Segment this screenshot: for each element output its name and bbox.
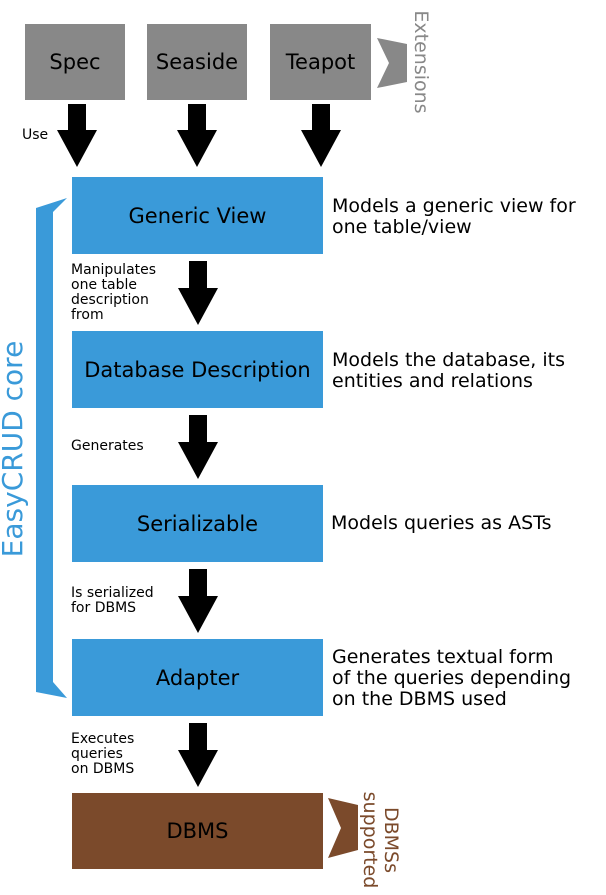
extension-seaside-box: Seaside: [147, 24, 247, 100]
extension-spec-label: Spec: [49, 50, 101, 74]
connector-line: queries: [71, 746, 123, 762]
adapter-description: Generates textual form of the queries de…: [332, 647, 571, 710]
arrow-spec-to-core: [57, 104, 97, 167]
adapter-description-line: of the queries depending: [332, 667, 572, 689]
connector-manipulates: Manipulates one table description from: [71, 263, 156, 323]
arrow-adapter-to-dbms: [178, 723, 218, 787]
dbms-bracket: [328, 798, 358, 858]
serializable-description: Models queries as ASTs: [331, 513, 552, 534]
arrow-serializable-to-adapter: [178, 569, 218, 633]
arrow-seaside-to-core: [177, 104, 217, 167]
connector-line: Executes: [71, 731, 135, 747]
core-label: EasyCRUD core: [0, 340, 29, 558]
adapter-label: Adapter: [155, 665, 240, 690]
dbms-supported-line: supported: [359, 791, 381, 889]
use-label: Use: [22, 127, 49, 143]
extensions-label: Extensions: [410, 10, 432, 114]
database-description-box: Database Description: [72, 331, 323, 408]
adapter-description-line: on the DBMS used: [332, 688, 507, 710]
database-description-label: Database Description: [84, 357, 311, 382]
connector-line: Is serialized: [71, 585, 154, 601]
connector-is-serialized: Is serialized for DBMS: [71, 586, 154, 616]
connector-line: Manipulates: [71, 262, 157, 278]
dbms-supported-line: DBMSs: [380, 806, 402, 874]
dbms-box: DBMS: [72, 793, 323, 869]
database-description-description-line: entities and relations: [332, 370, 533, 392]
connector-line: for DBMS: [71, 600, 137, 616]
extension-spec-box: Spec: [25, 24, 125, 100]
database-description-description: Models the database, its entities and re…: [332, 350, 565, 392]
connector-line: description: [71, 292, 149, 308]
connector-line: on DBMS: [71, 761, 135, 777]
generic-view-label: Generic View: [128, 203, 267, 228]
arrow-teapot-to-core: [301, 104, 341, 167]
serializable-label: Serializable: [136, 511, 259, 536]
database-description-description-line: Models the database, its: [332, 349, 566, 371]
extension-seaside-label: Seaside: [155, 50, 239, 74]
serializable-box: Serializable: [72, 485, 323, 562]
connector-generates: Generates: [71, 439, 144, 454]
connector-line: one table: [71, 277, 137, 293]
extensions-bracket: [377, 38, 407, 88]
arrow-genericview-to-dbdesc: [178, 261, 218, 325]
dbms-label: DBMS: [166, 819, 229, 843]
extension-teapot-box: Teapot: [270, 24, 371, 100]
extension-teapot-label: Teapot: [285, 50, 356, 74]
generic-view-description-line: Models a generic view for: [332, 195, 576, 217]
connector-line: from: [71, 307, 104, 323]
generic-view-description-line: one table/view: [332, 216, 472, 238]
generic-view-description: Models a generic view for one table/view: [332, 196, 576, 238]
core-brace: [36, 198, 67, 698]
adapter-box: Adapter: [72, 639, 323, 716]
connector-line: Generates: [71, 438, 144, 454]
connector-executes: Executes queries on DBMS: [71, 732, 134, 777]
adapter-description-line: Generates textual form: [332, 646, 554, 668]
arrow-dbdesc-to-serializable: [178, 415, 218, 479]
generic-view-box: Generic View: [72, 177, 323, 254]
serializable-description-line: Models queries as ASTs: [331, 512, 552, 534]
dbms-supported-label: DBMSs supported: [357, 785, 402, 895]
